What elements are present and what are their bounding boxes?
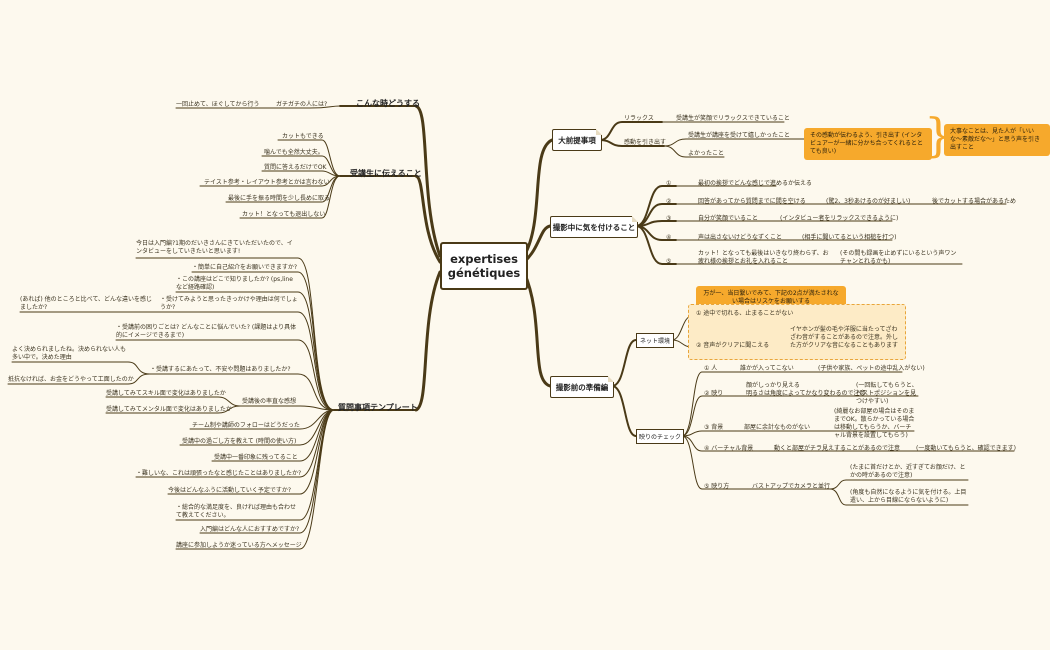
branch-maeoki-label: 大前提事項	[558, 135, 596, 145]
template-q11[interactable]: ・難しいな、これは頑張ったなと感じたことはありましたか?	[136, 470, 302, 477]
jukosei-item-0[interactable]: カットもできる	[282, 133, 324, 140]
template-q3[interactable]: ・この講座はどこで知りましたか? (ps,lineなど経路確認)	[176, 276, 293, 291]
template-q15[interactable]: 講座に参加しようか迷っている方へメッセージ	[176, 542, 302, 549]
konna-item-0[interactable]: ガチガチの人には?	[276, 101, 328, 108]
satsuei-s3[interactable]: 自分が笑顔でいること	[698, 215, 759, 222]
template-q6[interactable]: ・受講するにあたって、不安や問題はありましたか?	[150, 366, 291, 373]
junbi-c1b[interactable]: (子供や家族、ペットの途中乱入がない)	[818, 365, 925, 372]
edge-junbi	[522, 270, 552, 388]
satsuei-s2a[interactable]: (驚2、3秒あけるのが好ましい)	[826, 198, 911, 205]
template-q13[interactable]: ・総合的な満足度を、良ければ理由も合わせて教えてください。	[176, 504, 297, 519]
jukosei-item-4[interactable]: 最後に手を振る時間を少し長めに取る	[228, 195, 331, 202]
junbi-c5c[interactable]: (角度も自然になるように気を付ける。上目遣い、上から目線にならないように)	[850, 489, 967, 504]
junbi-check-node[interactable]: 映りのチェック	[636, 429, 684, 444]
branch-template-title[interactable]: 質問事項テンプレート	[338, 403, 418, 412]
junbi-net-panel	[688, 304, 906, 360]
template-q7[interactable]: 受講後の率直な感想	[242, 398, 297, 405]
junbi-c5[interactable]: ⑤ 映り方	[704, 483, 730, 490]
template-q1[interactable]: 今日は入門編?1期のだいきさんにきていただいたので、インタビューをしていきたいと…	[136, 240, 293, 255]
junbi-c4b[interactable]: (一度動いてもらうと、確認できます)	[916, 445, 1016, 452]
template-q14[interactable]: 入門編はどんな人におすすめですか?	[200, 526, 300, 533]
satsuei-n2: ②	[666, 198, 672, 205]
template-q10[interactable]: 受講中一番印象に残ってること	[214, 454, 298, 461]
branch-konna-title[interactable]: こんな時どうする	[356, 99, 420, 108]
branch-satsuei-label: 撮影中に気を付けること	[552, 222, 636, 232]
maeoki-kando[interactable]: 感動を引き出す	[624, 139, 667, 146]
template-q6a[interactable]: よく決められましたね。決められない人も多い中で。決めた理由	[12, 346, 127, 361]
maeoki-kando-item1[interactable]: 受講生が講座を受けて嬉しかったこと	[688, 132, 791, 139]
template-q7a[interactable]: 受講してみてスキル面で変化はありましたか	[106, 390, 226, 397]
edge-template	[414, 270, 442, 412]
jukosei-item-2[interactable]: 質問に答えるだけでOK	[264, 164, 327, 171]
jukosei-item-5[interactable]: カット！となっても退出しない	[242, 211, 326, 218]
edge-maeoki	[522, 138, 554, 258]
junbi-c1a[interactable]: 誰かが入ってこない	[740, 365, 794, 372]
junbi-net1[interactable]: ① 途中で切れる、止まることがない	[696, 310, 794, 317]
template-q6b[interactable]: 抵抗なければ、お金をどうやって工面したのか	[8, 376, 134, 383]
junbi-net2[interactable]: ② 音声がクリアに聞こえる	[696, 342, 770, 349]
branch-satsuei-title[interactable]: 撮影中に気を付けること	[550, 216, 638, 238]
satsuei-s5a[interactable]: (その間も録画を止めずにいるという声ワンチャンとれるかも)	[840, 250, 957, 265]
template-q8[interactable]: チーム制や講師のフォローはどうだった	[192, 422, 300, 429]
junbi-c5b[interactable]: (たまに首だけとか、近すぎてお顔だけ、とかの時があるので注意)	[850, 464, 966, 479]
junbi-c1[interactable]: ① 人	[704, 365, 718, 372]
junbi-c4a[interactable]: 動くと部屋がチラ見えすることがあるので注意	[774, 445, 901, 452]
junbi-c4[interactable]: ④ バーチャル背景	[704, 445, 754, 452]
template-q4a[interactable]: (あれば) 他のところと比べて、どんな違いを感じましたか?	[20, 296, 153, 311]
junbi-c2c[interactable]: (一回転してもらうと、ベストポジションを見つけやすい)	[856, 382, 918, 405]
branch-junbi-label: 撮影前の準備編	[555, 382, 609, 392]
satsuei-s4a[interactable]: (相手に聞いてるという相槌を打つ)	[802, 234, 897, 241]
satsuei-n5: ⑤	[666, 258, 672, 265]
satsuei-n3: ③	[666, 215, 672, 222]
junbi-c2a[interactable]: 顔がしっかり見える	[746, 382, 800, 389]
junbi-net-node[interactable]: ネット環境	[636, 333, 674, 348]
junbi-c3b[interactable]: (綺麗なお部屋の場合はそのままでOK。散らかっている場合は移動してもらうか、バー…	[834, 408, 915, 439]
edge-jukosei	[414, 174, 442, 264]
junbi-c3[interactable]: ③ 背景	[704, 424, 724, 431]
central-topic-line1: expertises	[450, 252, 518, 266]
maeoki-kando-item2[interactable]: よかったこと	[688, 150, 725, 157]
junbi-c2[interactable]: ② 映り	[704, 390, 724, 397]
maeoki-callout2[interactable]: 大事なことは、見た人が「いいな〜素敵だな〜」と思う声を引き出すこと	[944, 124, 1050, 156]
jukosei-item-3[interactable]: テイスト参考・レイアウト参考とかは言わない	[204, 179, 330, 186]
junbi-c3a[interactable]: 部屋に余計なものがない	[744, 424, 811, 431]
template-q7b[interactable]: 受講してみてメンタル面で変化はありましたか	[106, 406, 232, 413]
template-q12[interactable]: 今後はどんなふうに活動していく予定ですか?	[168, 487, 292, 494]
maeoki-relax-item[interactable]: 受講生が笑顔でリラックスできていること	[676, 115, 790, 122]
satsuei-s3a[interactable]: (インタビュー者をリラックスできるように)	[780, 215, 899, 222]
template-q4[interactable]: ・受けてみようと思ったきっかけや理由は何でしょうか?	[160, 296, 298, 311]
branch-jukosei-title[interactable]: 受講生に伝えること	[350, 169, 422, 178]
template-q2[interactable]: ・簡単に自己紹介をお願いできますか?	[192, 264, 298, 271]
branch-junbi-title[interactable]: 撮影前の準備編	[550, 376, 614, 398]
satsuei-s5[interactable]: カット！となっても最後はいきなり終わらず、お疲れ様の挨拶とお礼を入れること	[698, 250, 829, 265]
junbi-net2a[interactable]: イヤホンが髪の毛や洋服に当たってざわざわ音がすることがあるので注意。外した方がク…	[790, 326, 899, 349]
maeoki-relax[interactable]: リラックス	[624, 115, 654, 122]
jukosei-item-1[interactable]: 噛んでも全然大丈夫。	[264, 149, 324, 156]
template-q9[interactable]: 受講中の過ごし方を教えて (時間の使い方)	[182, 438, 297, 445]
satsuei-n1: ①	[666, 180, 672, 187]
satsuei-n4: ④	[666, 234, 672, 241]
satsuei-s2b[interactable]: 後でカットする場合があるため	[932, 198, 1017, 205]
maeoki-callout1[interactable]: その感動が伝わるよう、引き出す (インタビュアーが一緒に分かち合ってくれるととて…	[804, 128, 932, 160]
junbi-c2b[interactable]: 明るさは角度によってかなり変わるので注意	[746, 390, 866, 397]
satsuei-s4[interactable]: 声は出さないけどうなずくこと	[698, 234, 783, 241]
satsuei-s2[interactable]: 回答があってから質問までに間を空ける	[698, 198, 806, 205]
konna-item-1[interactable]: 一回止めて、ほぐしてから行う	[176, 101, 260, 108]
junbi-c5a[interactable]: バストアップでカメラと並行	[752, 483, 831, 490]
branch-maeoki-title[interactable]: 大前提事項	[552, 129, 602, 151]
satsuei-s1[interactable]: 最初の挨拶でどんな感じで進めるか伝える	[698, 180, 812, 187]
central-topic-line2: génétiques	[447, 266, 521, 280]
edge-konna	[414, 104, 442, 258]
template-q5[interactable]: ・受講前の困りごとは? どんなことに悩んでいた? (課題はより具体的にイメージで…	[116, 324, 297, 339]
